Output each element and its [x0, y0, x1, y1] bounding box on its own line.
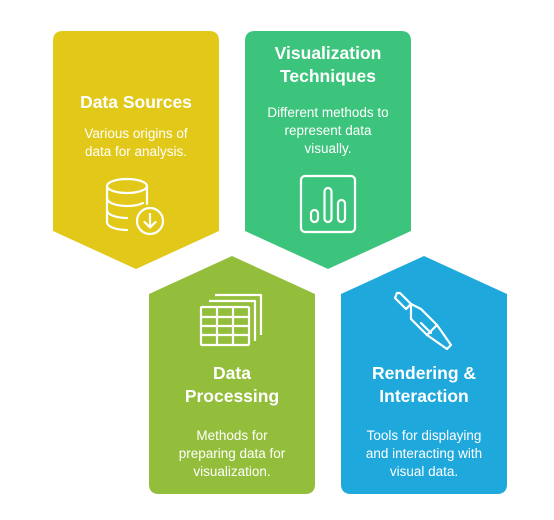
card-title: Data Sources: [80, 92, 192, 112]
card-visualization-techniques: Visualization Techniques Different metho…: [245, 31, 411, 269]
card-description: Methods for preparing data for visualiza…: [178, 428, 286, 479]
card-title: Data Processing: [184, 363, 280, 406]
card-background: [245, 31, 411, 269]
card-description: Tools for displaying and interacting wit…: [365, 428, 483, 479]
card-title: Visualization Techniques: [274, 43, 382, 86]
card-description: Different methods to represent data visu…: [267, 105, 389, 156]
card-data-sources: Data Sources Various origins of data for…: [53, 31, 219, 269]
card-rendering-interaction: Rendering & Interaction Tools for displa…: [341, 256, 507, 494]
card-background: [53, 31, 219, 269]
paint-brush-icon: [393, 291, 453, 351]
card-title: Rendering & Interaction: [371, 363, 477, 406]
card-data-processing: Data Processing Methods for preparing da…: [149, 256, 315, 494]
bar-chart-icon: [299, 174, 357, 234]
database-download-icon: [105, 177, 165, 236]
card-background: [341, 256, 507, 494]
card-description: Various origins of data for analysis.: [84, 126, 188, 159]
stacked-tables-icon: [199, 293, 265, 349]
card-background: [149, 256, 315, 494]
